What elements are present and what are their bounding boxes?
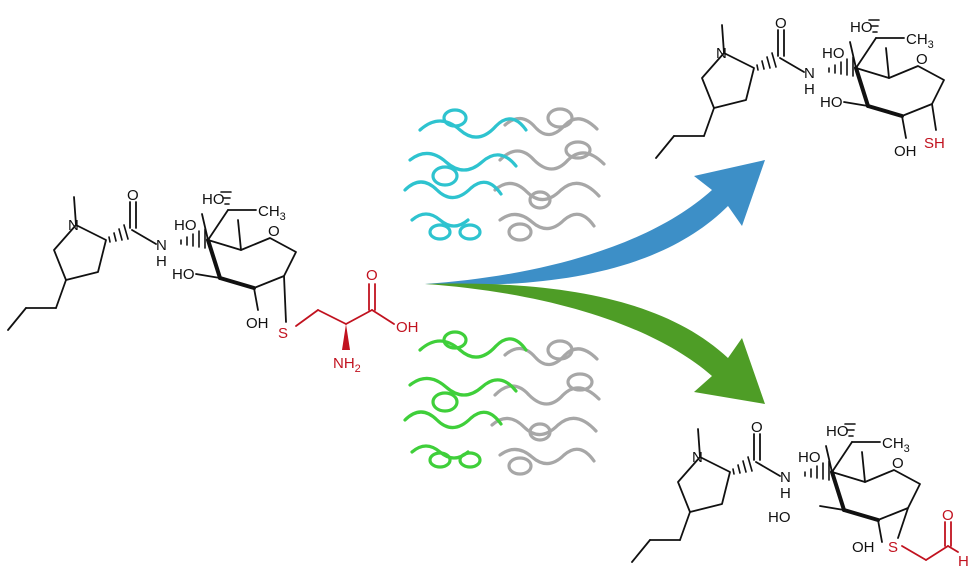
product-top-amide-n-label: N <box>804 65 815 82</box>
substrate-ho-top-label: HO <box>202 191 225 208</box>
product-bottom-sulfur-label: S <box>888 539 898 556</box>
product-bottom-oh-c3-label: OH <box>852 539 875 556</box>
product-top-ch3-label: CH3 <box>906 31 934 51</box>
product-top-thiol-label: SH <box>924 135 945 152</box>
product-bottom-amide-h-label: H <box>780 485 791 502</box>
protein-partner-bottom <box>490 339 601 476</box>
product-bottom-aldehyde: N O N H HO CH3 HO O HO OH S O H <box>630 419 969 570</box>
substrate-ho-c7-label: HO <box>174 217 197 234</box>
substrate-sulfur-label: S <box>278 325 288 342</box>
substrate-amide-h-label: H <box>156 253 167 270</box>
protein-partner-top <box>493 107 606 242</box>
substrate-oh-acid-label: OH <box>396 319 419 336</box>
product-top-amide-o-label: O <box>775 15 787 32</box>
substrate-amide-o-label: O <box>127 187 139 204</box>
substrate-carbonyl-o-label: O <box>366 267 378 284</box>
product-bottom-ch3-label: CH3 <box>882 435 910 455</box>
product-bottom-ring-o-label: O <box>892 455 904 472</box>
substrate-lincomycin-conjugate: N O N H HO CH3 HO O HO OH S O OH NH2 <box>6 187 419 375</box>
product-top-ho-c7-label: HO <box>822 45 845 62</box>
substrate-wedge-bond <box>342 324 350 350</box>
substrate-amide-n-label: N <box>156 237 167 254</box>
product-bottom-ho-c7-label: HO <box>798 449 821 466</box>
product-top-ho-c2-label: HO <box>820 94 843 111</box>
product-bottom-ho-c2-label: HO <box>768 509 791 526</box>
product-bottom-n-label: N <box>692 449 703 466</box>
substrate-amine-label: NH2 <box>333 355 361 375</box>
substrate-ch3-label: CH3 <box>258 203 286 223</box>
protein-structure-top <box>403 107 606 242</box>
green-curved-arrow <box>425 283 765 404</box>
substrate-n-label: N <box>68 217 79 234</box>
protein-structure-bottom <box>403 330 601 476</box>
product-top-ring-o-label: O <box>916 51 928 68</box>
product-top-thiol: N O N H HO CH3 HO O HO OH SH <box>654 15 946 160</box>
product-bottom-amide-o-label: O <box>751 419 763 436</box>
blue-curved-arrow <box>425 160 765 285</box>
product-bottom-aldehyde-h-label: H <box>958 553 969 570</box>
protein-green-subunit <box>403 330 528 469</box>
substrate-ring-o-label: O <box>268 223 280 240</box>
substrate-oh-c3-label: OH <box>246 315 269 332</box>
product-top-n-label: N <box>716 45 727 62</box>
protein-cyan-subunit <box>403 108 528 241</box>
product-bottom-aldehyde-o-label: O <box>942 507 954 524</box>
product-top-oh-c3-label: OH <box>894 143 917 160</box>
product-top-ho-top-label: HO <box>850 19 873 36</box>
product-bottom-ho-top-label: HO <box>826 423 849 440</box>
substrate-ho-c2-label: HO <box>172 266 195 283</box>
product-top-amide-h-label: H <box>804 81 815 98</box>
product-bottom-amide-n-label: N <box>780 469 791 486</box>
